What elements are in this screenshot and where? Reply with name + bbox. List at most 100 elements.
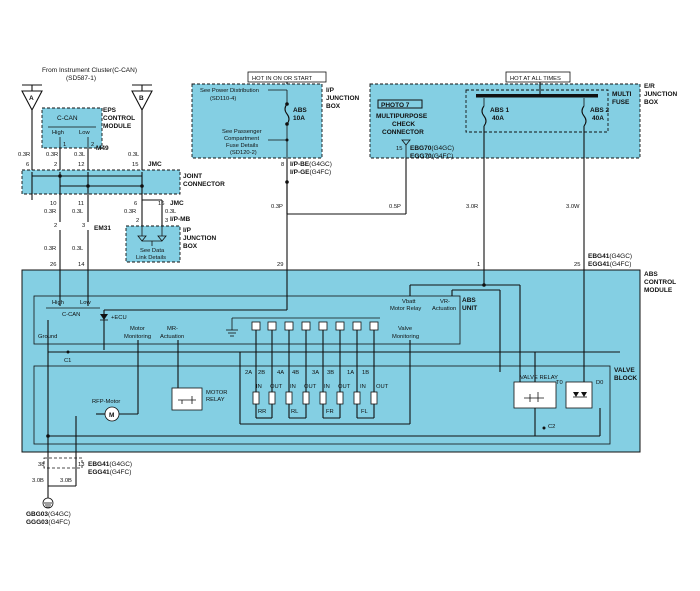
wire-label-left3: 0.3L <box>74 152 86 158</box>
wheel-rr: RR <box>258 409 266 415</box>
wire-label-m4: 0.3L <box>165 209 177 215</box>
wheel-rl: RL <box>291 409 299 415</box>
wire-label-m1: 0.3R <box>44 209 56 215</box>
valve-coils <box>252 330 378 419</box>
ipjb-passenger-2: Compartment <box>224 136 260 142</box>
er-pin: 15 <box>396 146 402 152</box>
abs1-fuse-amp: 40A <box>492 115 504 122</box>
wire-label-m3: 0.3R <box>124 209 136 215</box>
er-conn-1-name: EBG70 <box>410 145 432 152</box>
er-mpc-3: CONNECTOR <box>382 129 424 136</box>
joint-jmc-top: JMC <box>148 161 162 168</box>
ipmb-label: I/P-MB <box>170 216 191 223</box>
eps-high-label: High <box>52 130 64 136</box>
ipjb2-title-3: BOX <box>183 243 198 250</box>
joint-jmc-bottom: JMC <box>170 200 184 207</box>
wire-label-05p: 0.5P <box>389 204 401 210</box>
joint-pin-bot-4: 16 <box>158 201 164 207</box>
abs-conn-top-1: EBG41(G4GC) <box>588 253 632 260</box>
valve-drivers <box>251 321 379 331</box>
valve-4a: 4A <box>277 370 284 376</box>
ipmb-pin-3: 3 <box>165 218 168 224</box>
abs-unit-2: UNIT <box>462 305 477 312</box>
motor-relay-1: MOTOR <box>206 390 227 396</box>
gnd-1: GBG03(G4GC) <box>26 511 71 518</box>
abs-mr-act-1: MR- <box>167 326 178 332</box>
multi-fuse-1: MULTI <box>612 91 632 98</box>
eps-pin-2: 2 <box>91 142 94 148</box>
abs-valve-mon-2: Monitoring <box>392 334 419 340</box>
joint-title-2: CONNECTOR <box>183 181 225 188</box>
ipmb-pin-2: 2 <box>136 218 139 224</box>
connector-b: B <box>131 85 153 172</box>
motor-relay: MOTOR RELAY <box>171 387 227 411</box>
abs-high: High <box>52 300 64 306</box>
wire-label-30b-1: 3.0B <box>32 478 44 484</box>
valve-relay-t0: T0 <box>556 380 563 386</box>
ipjb-title-2: JUNCTION <box>326 95 360 102</box>
ipjb2-title-2: JUNCTION <box>183 235 217 242</box>
joint-connector: JOINT CONNECTOR <box>21 169 225 200</box>
er-mpc-1: MULTIPURPOSE <box>376 113 428 120</box>
valve-block-1: VALVE <box>614 367 635 374</box>
gnd-conn-2: EGG41(G4FC) <box>88 469 131 476</box>
valve-1b: 1B <box>362 370 369 376</box>
abs-control-module: ABS CONTROL MODULE ABS UNIT High Low C-C… <box>21 269 676 453</box>
ipjb-conn-2: I/P-GE(G4FC) <box>290 169 331 176</box>
joint-pin-top-3: 12 <box>78 162 84 168</box>
hot-all-label: HOT AT ALL TIMES <box>510 76 561 82</box>
valve-in-3: IN <box>324 384 330 390</box>
wheel-fr: FR <box>326 409 334 415</box>
wire-label-l2: 0.3L <box>72 246 84 252</box>
abs-conn-top-2-name: EGG41 <box>588 261 610 268</box>
joint-pin-top-4: 15 <box>132 162 138 168</box>
er-title-2: JUNCTION <box>644 91 678 98</box>
ipjb-fuse-name: ABS <box>293 107 307 114</box>
abs-pin-26: 26 <box>50 262 56 268</box>
eps-title-3: MODULE <box>103 123 132 130</box>
valve-1a: 1A <box>347 370 354 376</box>
er-photo-label: PHOTO 7 <box>381 102 410 109</box>
er-conn-2-name: EGG70 <box>410 153 432 160</box>
eps-title-1: EPS <box>103 107 117 114</box>
hot-all-label-box: HOT AT ALL TIMES <box>505 71 571 83</box>
eps-control-module: C-CAN High Low EPS CONTROL MODULE <box>41 107 135 149</box>
hot-run-label-box: HOT IN ON OR START <box>247 71 327 83</box>
gnd-conn-2-var: (G4FC) <box>110 469 132 476</box>
valve-relay: VALVE RELAY T0 <box>513 375 563 409</box>
gnd-1-var: (G4GC) <box>48 511 71 518</box>
joint-pin-top-1: 6 <box>26 162 29 168</box>
gnd-conn-1-var: (G4GC) <box>109 461 132 468</box>
gnd-pin-38: 38 <box>38 462 44 468</box>
ipjb-fuse-amp: 10A <box>293 115 305 122</box>
ip-junction-box-datalink: See Data Link Details I/P JUNCTION BOX <box>125 225 217 263</box>
abs1-fuse-name: ABS 1 <box>490 107 510 114</box>
gnd-2-name: GGG03 <box>26 519 49 526</box>
gnd-1-name: GBG03 <box>26 511 48 518</box>
ip-junction-box: See Power Distribution (SD110-4) ABS 10A… <box>191 83 323 159</box>
abs-ecu: +ECU <box>111 315 127 321</box>
eps-connector: M49 <box>96 145 109 152</box>
gnd-pin-13: 13 <box>78 462 84 468</box>
valve-in-1: IN <box>256 384 262 390</box>
gnd-2-var: (G4FC) <box>48 519 70 526</box>
abs-conn-top-1-var: (G4GC) <box>609 253 632 260</box>
valve-out-2: OUT <box>304 384 317 390</box>
er-conn-1: EBG70(G4GC) <box>410 145 454 152</box>
valve-2a: 2A <box>245 370 252 376</box>
eps-pin-1: 1 <box>63 142 66 148</box>
er-conn-2-var: (G4FC) <box>432 153 454 160</box>
valve-4b: 4B <box>292 370 299 376</box>
er-title-1: E/R <box>644 83 655 90</box>
abs-c2: C2 <box>548 424 555 430</box>
ground-icon <box>42 497 54 509</box>
ipjb-title-3: BOX <box>326 103 341 110</box>
abs-vbatt-2: Motor Relay <box>390 306 421 312</box>
er-conn-2: EGG70(G4FC) <box>410 153 453 160</box>
eps-title-2: CONTROL <box>103 115 135 122</box>
ipjb-conn-1-name: I/P-BE <box>290 161 310 168</box>
wire-label-left2: 0.3R <box>46 152 58 158</box>
er-mpc-2: CHECK <box>392 121 415 128</box>
ipjb-conn-1-var: (G4GC) <box>309 161 332 168</box>
ipjb-passenger-1: See Passenger <box>222 129 262 135</box>
